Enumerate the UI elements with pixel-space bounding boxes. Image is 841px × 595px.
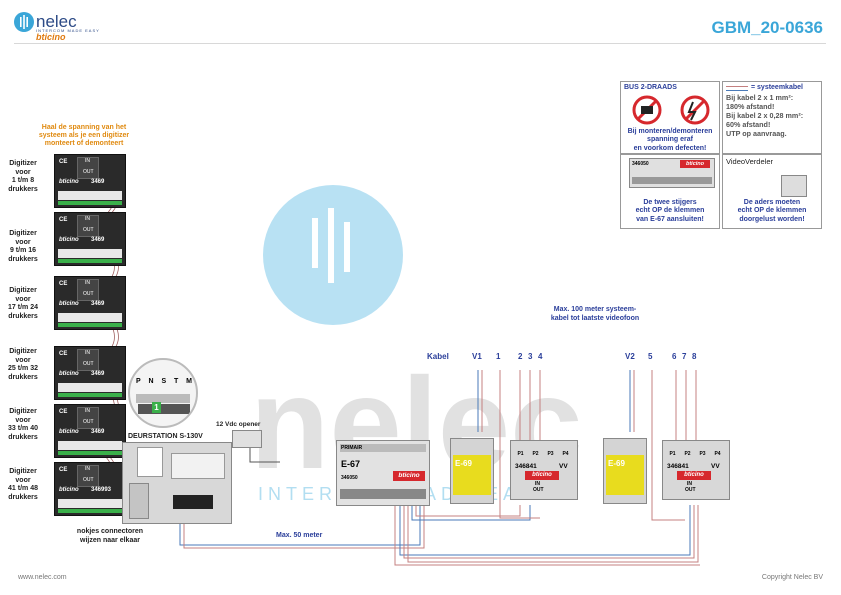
- kabel-notes: Bij kabel 2 x 1 mm²:180% afstand!Bij kab…: [726, 93, 804, 138]
- e69-unit-1: E-69: [450, 438, 494, 504]
- e67-label: E-67: [341, 459, 361, 469]
- e67-primair: PRIMAIR: [341, 445, 363, 451]
- e67-code: 346050: [341, 475, 358, 481]
- wire-1: 1: [496, 352, 501, 361]
- logo-text: nelec: [36, 12, 77, 31]
- max-50-label: Max. 50 meter: [276, 532, 323, 539]
- info-box-kabel: = systeemkabel Bij kabel 2 x 1 mm²:180% …: [722, 81, 822, 154]
- website: www.nelec.com: [18, 574, 67, 581]
- terminal-m: M: [186, 378, 192, 385]
- bus-title: BUS 2-DRAADS: [624, 84, 677, 91]
- logo-tagline: INTERCOM MADE EASY: [36, 28, 100, 33]
- wire-6: 6: [672, 352, 677, 361]
- kabel-title: = systeemkabel: [751, 84, 803, 91]
- system-cables: [179, 370, 700, 566]
- e69-unit-2: E-69: [603, 438, 647, 504]
- wire-2: 2: [518, 352, 523, 361]
- wire-8: 8: [692, 352, 697, 361]
- vd-code-1: 346841: [515, 463, 537, 470]
- max-100-note: Max. 100 meter systeem-kabel tot laatste…: [550, 306, 640, 322]
- e67-brand: bticino: [393, 471, 425, 481]
- deurstation-panel: [122, 442, 232, 524]
- terminal-p: P: [136, 378, 141, 385]
- wire-3: 3: [528, 352, 533, 361]
- opener-device: [232, 430, 262, 448]
- wire-7: 7: [682, 352, 687, 361]
- wire-v2: V2: [625, 352, 635, 361]
- document-code: GBM_20-0636: [711, 18, 823, 37]
- logo-mark-icon: [20, 15, 28, 29]
- digitizer-code: 3469: [91, 429, 105, 435]
- e69-label-2: E-69: [608, 459, 625, 468]
- digitizer-code: 3469: [91, 237, 105, 243]
- copyright: Copyright Nelec BV: [761, 574, 823, 581]
- deurstation-label: DEURSTATION S-130V: [128, 433, 203, 440]
- e67-power-supply: PRIMAIR E-67 bticino 346050: [336, 440, 430, 506]
- opener-label: 12 Vdc opener: [216, 421, 261, 428]
- digitizer-code: 346993: [91, 487, 112, 493]
- wire-v1: V1: [472, 352, 482, 361]
- digitizer-code: 3469: [91, 371, 105, 377]
- terminal-n: N: [148, 378, 154, 385]
- vd-title: VideoVerdeler: [726, 157, 773, 166]
- zoom-value: 1: [152, 402, 161, 413]
- vd-code-2: 346841: [667, 463, 689, 470]
- header-divider: [14, 43, 826, 44]
- no-power-icons: [632, 95, 710, 125]
- logo-brand: bticino: [36, 32, 66, 42]
- terminal-zoom: P N S T M 1: [128, 358, 198, 428]
- terminal-s: S: [161, 378, 167, 385]
- nelec-logo: [14, 12, 34, 32]
- e69-label-1: E-69: [455, 459, 472, 468]
- terminal-t: T: [173, 378, 179, 385]
- digitizer-code: 3469: [91, 179, 105, 185]
- wire-4: 4: [538, 352, 543, 361]
- digitizer-code: 3469: [91, 301, 105, 307]
- wire-5: 5: [648, 352, 653, 361]
- kabel-label: Kabel: [427, 352, 449, 361]
